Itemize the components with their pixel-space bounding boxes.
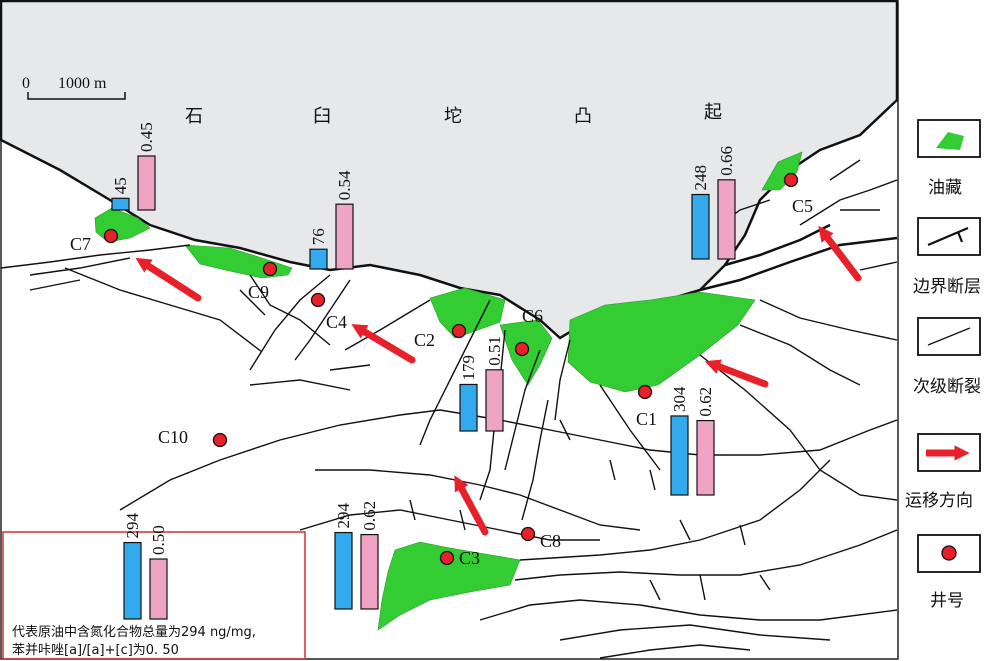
bar-pair-c4-nitrogen-label: 76 xyxy=(309,228,328,245)
bar-pair-c2-ratio-bar xyxy=(485,369,504,432)
bar-pair-c4-nitrogen-bar xyxy=(309,248,328,270)
example-bar-pair-ratio-bar xyxy=(149,558,168,620)
bar-pair-c2-nitrogen-label: 179 xyxy=(459,355,478,381)
legend-secondary-fracture-label: 次级断裂 xyxy=(913,377,981,397)
example-legend-line-1: 代表原油中含氮化合物总量为294 ng/mg, xyxy=(12,625,256,640)
example-bars: 294 0.50 xyxy=(123,513,168,620)
well-label-c2: C2 xyxy=(414,330,435,350)
well-marker-c2 xyxy=(451,323,467,339)
bar-pair-c1-nitrogen-label: 304 xyxy=(670,386,689,412)
uplift-label-char: 起 xyxy=(704,102,722,123)
well-label-c7: C7 xyxy=(70,234,91,254)
oil-reservoir-c3 xyxy=(377,541,521,631)
bar-pair-c5-nitrogen-bar xyxy=(691,193,710,260)
bar-pair-c4-ratio-label: 0.54 xyxy=(335,170,354,200)
bar-pair-c5-ratio-label: 0.66 xyxy=(717,146,736,176)
uplift-area xyxy=(0,0,899,340)
bar-pair-c2-ratio-label: 0.51 xyxy=(485,336,504,366)
example-legend-line-2: 苯并咔唑[a]/[a]+[c]为0. 50 xyxy=(12,643,179,658)
well-marker-c5 xyxy=(783,172,799,188)
scale-bar-zero: 0 xyxy=(22,75,30,92)
migration-arrow xyxy=(454,475,489,536)
uplift-label: 石 臼 坨 凸 起 xyxy=(185,102,722,127)
legend-boundary-fault-symbol xyxy=(927,226,969,247)
bar-pair-c3-ratio-label: 0.62 xyxy=(360,501,379,531)
example-bar-pair-nitrogen-label: 294 xyxy=(123,513,142,539)
bar-pair-c1-ratio-label: 0.62 xyxy=(696,387,715,417)
bar-pair-c3-nitrogen-bar xyxy=(334,531,353,610)
bar-pair-c2-nitrogen-bar xyxy=(459,383,478,432)
well-label-c5: C5 xyxy=(792,196,813,216)
oil-reservoir-c5 xyxy=(761,151,803,191)
well-marker-c10 xyxy=(212,432,228,448)
bar-pair-c4-ratio-bar xyxy=(335,203,354,270)
well-marker-c8 xyxy=(520,526,536,542)
well-marker-c7 xyxy=(103,228,119,244)
bar-pair-c7-nitrogen-bar xyxy=(111,197,130,211)
legend-oil-label: 油藏 xyxy=(928,178,962,198)
well-label-c6: C6 xyxy=(522,306,543,326)
legend-well-symbol xyxy=(941,545,957,561)
well-label-c8: C8 xyxy=(540,531,561,551)
legend-migration-label: 运移方向 xyxy=(905,491,973,511)
oil-reservoirs xyxy=(94,151,803,631)
example-legend-box xyxy=(2,531,306,660)
uplift-label-char: 坨 xyxy=(444,106,462,127)
migration-arrow xyxy=(351,324,416,364)
legend-boundary-fault-box xyxy=(917,217,981,256)
bar-pair-c1-ratio-bar xyxy=(696,420,715,496)
well-label-c1: C1 xyxy=(636,409,657,429)
boundary-faults xyxy=(699,223,898,292)
legend-secondary-fracture-symbol xyxy=(927,327,971,346)
well-label-c4: C4 xyxy=(326,312,347,332)
migration-arrow xyxy=(818,225,862,282)
bar-pair-c7-nitrogen-label: 45 xyxy=(111,177,130,194)
bar-pair-c5-nitrogen-label: 248 xyxy=(691,165,710,191)
oil-reservoir-c2 xyxy=(429,287,506,339)
migration-arrow xyxy=(135,257,202,302)
bar-pair-c5-ratio-bar xyxy=(717,179,736,260)
wells: C1 C2 C3 C4 C5 C6 C7 C8 C9 C10 xyxy=(70,172,813,568)
bar-charts: 45 0.45 76 0.54 248 0.66 179 0.51 304 0.62 294 0.62 xyxy=(111,122,736,610)
scale-bar: 0 1000 m xyxy=(22,75,126,100)
uplift-label-char: 臼 xyxy=(313,106,331,127)
well-marker-c9 xyxy=(262,261,278,277)
legend-boundary-fault-label: 边界断层 xyxy=(913,277,981,297)
bar-pair-c7-ratio-label: 0.45 xyxy=(137,122,156,152)
bar-pair-c7-ratio-bar xyxy=(137,155,156,211)
uplift-label-char: 凸 xyxy=(574,106,592,127)
legend-well-label: 井号 xyxy=(930,591,964,611)
oil-reservoir-c1 xyxy=(567,291,756,393)
migration-arrow xyxy=(704,359,769,388)
well-marker-c3 xyxy=(439,550,455,566)
well-label-c3: C3 xyxy=(459,548,480,568)
secondary-fractures xyxy=(0,159,898,659)
well-label-c10: C10 xyxy=(158,427,188,447)
well-marker-c6 xyxy=(514,341,530,357)
example-legend-text: 代表原油中含氮化合物总量为294 ng/mg, 苯并咔唑[a]/[a]+[c]为… xyxy=(12,624,312,660)
bar-pair-c3-ratio-bar xyxy=(360,533,379,610)
example-bar-pair-ratio-label: 0.50 xyxy=(149,525,168,555)
bar-pair-c1-nitrogen-bar xyxy=(670,415,689,496)
migration-arrows xyxy=(135,225,862,536)
example-bar-pair-nitrogen-bar xyxy=(123,541,142,620)
well-marker-c4 xyxy=(310,292,326,308)
well-marker-c1 xyxy=(637,384,653,400)
legend-oil-swatch xyxy=(936,132,964,150)
bar-pair-c3-nitrogen-label: 294 xyxy=(334,503,353,529)
scale-bar-length: 1000 m xyxy=(58,75,107,92)
well-label-c9: C9 xyxy=(248,282,269,302)
legend: 油藏 边界断层 次级断裂 运移方向 井号 xyxy=(905,119,981,611)
uplift-label-char: 石 xyxy=(185,106,203,127)
